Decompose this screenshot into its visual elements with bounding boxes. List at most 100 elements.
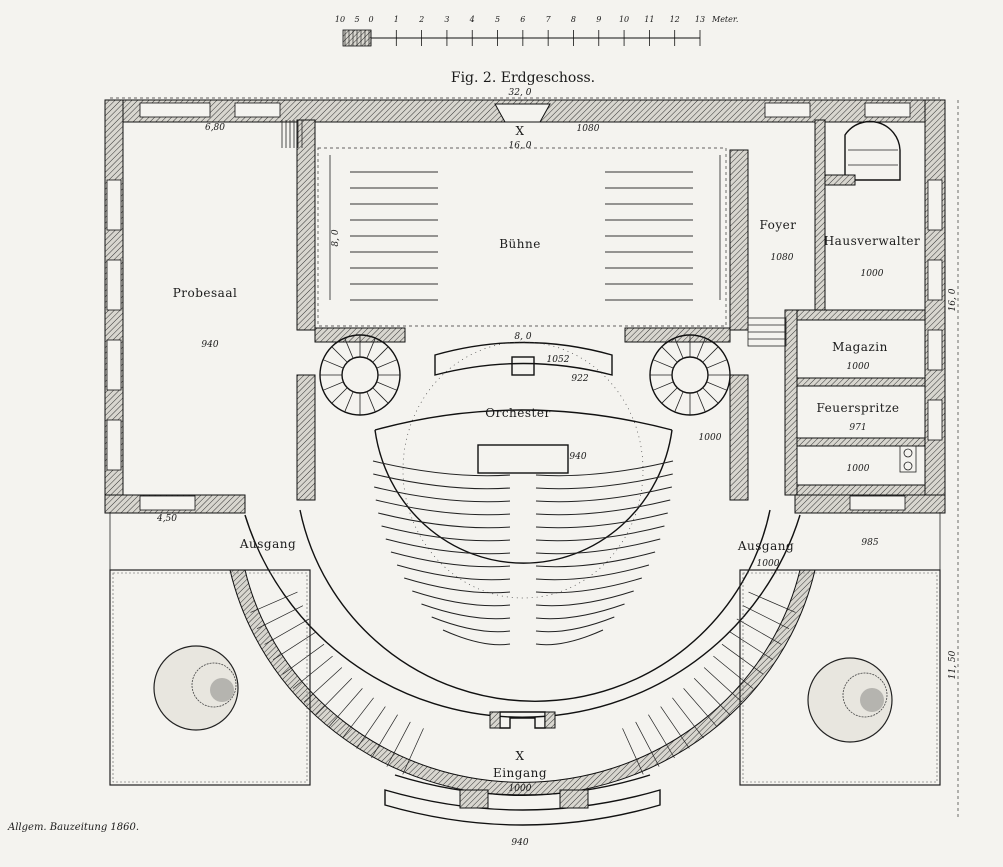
dim-bottom-width: 940 <box>511 838 528 848</box>
room-label-foyer: Foyer <box>759 218 796 232</box>
seat-row-right <box>535 629 604 646</box>
stair-step <box>250 591 298 613</box>
spiral-step <box>344 391 354 413</box>
scale-unit-label: Meter. <box>711 15 738 24</box>
stair-step <box>683 688 718 728</box>
seat-row-left <box>390 551 511 568</box>
scale-tick-label: 2 <box>418 15 424 24</box>
stair-step <box>672 697 704 739</box>
room-label-ausgang-left: Ausgang <box>239 537 296 551</box>
spiral-step <box>674 391 684 413</box>
scale-tick-label-10: 10 <box>335 15 345 24</box>
dim-eingang-height: 1000 <box>509 784 532 794</box>
seat-row-right <box>535 460 674 477</box>
scale-tick-label-5: 5 <box>354 15 359 24</box>
stair-step <box>703 667 743 703</box>
stair-step <box>648 714 675 759</box>
spiral-step <box>661 346 678 363</box>
spiral-step <box>372 387 389 404</box>
stair-step <box>729 631 774 660</box>
dim-right-depth: 16, 0 <box>948 288 958 311</box>
dim-stage-depth: 8, 0 <box>331 229 341 246</box>
dim-side-corridor: 1000 <box>699 433 722 443</box>
service-stair <box>824 120 901 186</box>
entrance <box>384 711 661 826</box>
orchestra-pit <box>402 341 644 599</box>
scale-tick-label: 1 <box>394 15 399 24</box>
dim-foyer-height: 1080 <box>771 253 794 263</box>
stair-step <box>635 721 660 767</box>
dim-magazin-height: 1000 <box>847 362 870 372</box>
room-label-eingang: Eingang <box>493 766 547 780</box>
spiral-stair-left <box>319 334 401 416</box>
seat-row-left <box>372 460 511 477</box>
room-label-ausgang-right: Ausgang <box>737 539 794 553</box>
spiral-step <box>366 391 376 413</box>
foyer-ring <box>229 509 816 797</box>
stair-step <box>721 643 764 675</box>
room-label-probesaal: Probesaal <box>173 286 238 300</box>
stair-step <box>256 605 304 629</box>
seat-row-right <box>535 577 642 594</box>
stair-top-left <box>281 120 303 148</box>
spiral-step <box>652 359 674 369</box>
scale-tick-label: 4 <box>469 15 475 24</box>
stair-step <box>693 677 731 716</box>
seat-row-right <box>535 538 661 555</box>
stair-step <box>315 677 353 716</box>
stair-step <box>660 706 690 749</box>
scale-tick-label: 11 <box>644 15 654 24</box>
dim-orchestra-a: 1052 <box>547 355 570 365</box>
seat-row-right <box>535 486 672 503</box>
stair-step <box>292 655 333 689</box>
spiral-step <box>344 337 354 359</box>
stair-step <box>713 655 754 689</box>
seat-row-right <box>535 564 650 581</box>
dim-probesaal-height: 940 <box>201 340 218 350</box>
seat-row-left <box>421 603 511 620</box>
spiral-step <box>366 337 376 359</box>
dim-right-front: 985 <box>861 538 878 548</box>
seat-row-right <box>535 525 665 542</box>
dim-hausverwalter-height: 1000 <box>861 269 884 279</box>
terraces <box>109 512 941 786</box>
seat-row-left <box>396 564 511 581</box>
fire-pump-fixtures <box>899 445 917 473</box>
dim-overall-width: 32, 0 <box>509 88 532 98</box>
spiral-step <box>706 381 728 391</box>
spiral-step <box>706 359 728 369</box>
stair-step <box>742 605 790 629</box>
seat-row-left <box>373 473 511 490</box>
seat-row-left <box>431 616 511 633</box>
seat-row-left <box>442 629 511 646</box>
stair-step <box>264 618 310 645</box>
seat-row-right <box>535 603 625 620</box>
scale-tick-label: 13 <box>695 15 705 24</box>
seat-row-right <box>535 499 671 516</box>
room-label-magazin: Magazin <box>832 340 888 354</box>
dim-stalls-front: 940 <box>569 452 586 462</box>
seat-row-left <box>385 538 511 555</box>
spiral-step <box>331 346 348 363</box>
spiral-step <box>652 381 674 391</box>
stage <box>317 147 727 327</box>
seat-row-left <box>404 577 511 594</box>
scale-tick-label: 8 <box>571 15 576 24</box>
stair-step <box>272 631 317 660</box>
stair-step <box>282 643 325 675</box>
figure-title: Fig. 2. Erdgeschoss. <box>451 70 595 86</box>
dim-stage-top-right: 1080 <box>577 124 600 134</box>
spiral-stair-right <box>649 334 731 416</box>
seat-row-left <box>381 525 511 542</box>
garden-tree-left <box>153 645 239 731</box>
stair-step <box>622 728 644 775</box>
stair-step <box>342 697 374 739</box>
spiral-step <box>702 387 719 404</box>
dim-ausgang-right-height: 1000 <box>757 559 780 569</box>
scale-tick-label: 7 <box>546 15 552 24</box>
room-label-feuerspritze: Feuerspritze <box>817 401 900 415</box>
dim-feuerspritze-height: 971 <box>849 423 866 433</box>
